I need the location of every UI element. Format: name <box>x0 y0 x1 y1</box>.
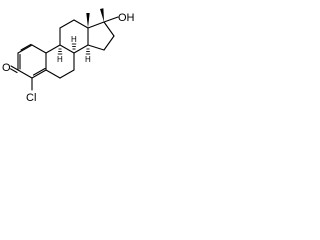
hydrogen-label-c9: H <box>57 55 63 64</box>
steroid-structure-diagram: OH O Cl H H H <box>2 8 135 104</box>
hydroxyl-bond <box>103 16 119 23</box>
chlorine-label: Cl <box>26 92 36 104</box>
methyl-wedge-c13 <box>86 13 90 28</box>
stereo-hydrogen-c9 <box>57 48 63 55</box>
ring-b <box>45 44 75 79</box>
hydrogen-label-c14: H <box>85 55 91 64</box>
ring-c <box>59 19 89 54</box>
ketone-group <box>9 65 19 74</box>
hydrogen-label-c8: H <box>71 35 77 44</box>
methyl-wedge-c17 <box>100 8 104 22</box>
ring-d <box>87 21 115 51</box>
stereo-hydrogen-c14 <box>85 48 91 55</box>
stereo-hydrogen-c8 <box>71 43 77 50</box>
hydroxyl-label: OH <box>118 12 135 24</box>
ring-a <box>17 43 47 79</box>
ketone-oxygen-label: O <box>2 62 11 74</box>
